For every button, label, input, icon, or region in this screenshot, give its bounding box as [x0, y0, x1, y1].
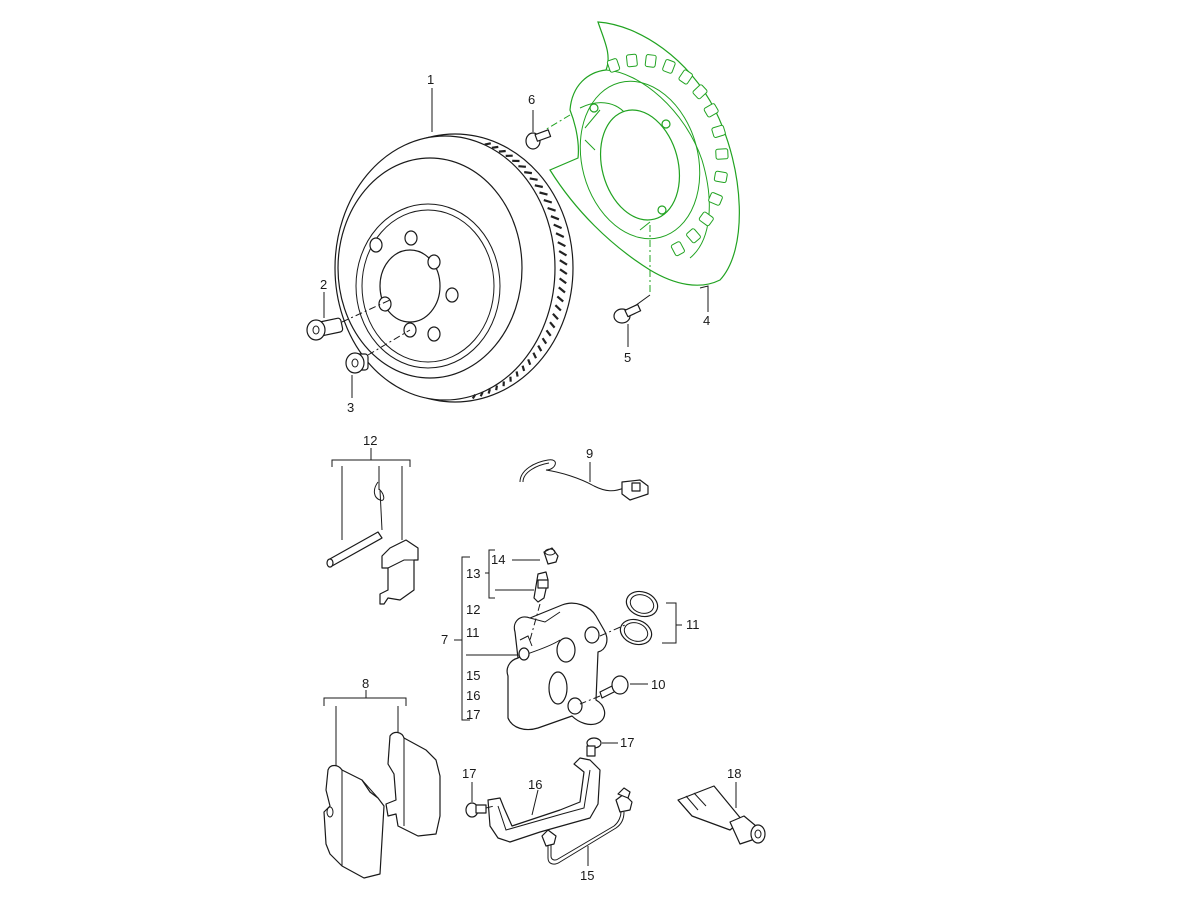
callout-9: 9: [586, 446, 593, 461]
shield-slot: [703, 103, 719, 118]
callout-1: 1: [427, 72, 434, 87]
vent-mark: [545, 329, 552, 337]
vent-mark: [537, 345, 543, 352]
group-16: 16: [466, 688, 480, 703]
bleeder-valve[interactable]: [533, 571, 549, 603]
shield-slot: [711, 124, 726, 138]
caliper-seal-upper[interactable]: [623, 587, 661, 620]
shield-slot: [678, 69, 693, 85]
callout-18: 18: [727, 766, 741, 781]
brake-line[interactable]: [541, 787, 633, 865]
vent-mark: [547, 206, 556, 212]
shield-cooling-slots: [606, 53, 729, 257]
callout-10: 10: [651, 677, 665, 692]
shield-slot: [670, 241, 685, 257]
shield-slot: [606, 58, 621, 73]
vent-mark: [534, 184, 544, 189]
group-15: 15: [466, 668, 480, 683]
callout-4: 4: [703, 313, 710, 328]
vent-mark: [541, 337, 548, 345]
vent-mark: [515, 371, 519, 377]
grease-tube[interactable]: [677, 785, 766, 845]
vent-mark: [524, 171, 533, 175]
disc-vent-hatching: [471, 142, 568, 400]
vent-mark: [554, 304, 562, 312]
vent-mark: [558, 277, 567, 285]
vent-mark: [539, 191, 548, 196]
bracket-screw-lower[interactable]: [465, 802, 487, 818]
shield-slot: [644, 54, 657, 68]
pad-retaining-pin[interactable]: [326, 531, 383, 568]
group-13: 13: [466, 566, 480, 581]
shield-upper-screw[interactable]: [525, 129, 552, 150]
shield-slot: [692, 84, 708, 100]
caliper-mounting-bolt[interactable]: [599, 675, 629, 699]
pad-spring-clip[interactable]: [373, 481, 385, 531]
shield-slot: [715, 148, 729, 160]
callout-3: 3: [347, 400, 354, 415]
vent-mark: [555, 232, 565, 238]
vent-mark: [549, 321, 556, 329]
callout-11: 11: [686, 617, 700, 632]
bleeder-cap[interactable]: [543, 547, 559, 565]
brake-dust-shield[interactable]: [549, 21, 740, 286]
vent-mark: [527, 359, 532, 366]
callout-7: 7: [441, 632, 448, 647]
group-17: 17: [466, 707, 480, 722]
shield-slot: [708, 192, 723, 206]
anti-rattle-plate[interactable]: [379, 539, 419, 605]
vent-mark: [558, 250, 568, 257]
brake-caliper[interactable]: [506, 602, 608, 731]
shield-slot: [686, 228, 701, 244]
vent-mark: [495, 385, 498, 391]
disc-plug[interactable]: [345, 352, 369, 374]
disc-screw[interactable]: [306, 317, 344, 341]
group-12: 12: [466, 602, 480, 617]
vent-mark: [556, 295, 564, 303]
vent-mark: [558, 286, 566, 294]
vent-mark: [498, 149, 506, 153]
callout-12-top: 12: [363, 433, 377, 448]
vent-mark: [529, 177, 538, 181]
vent-mark: [479, 391, 484, 397]
vent-mark: [471, 394, 477, 400]
shield-slot: [662, 59, 676, 74]
callout-6: 6: [528, 92, 535, 107]
vent-mark: [521, 365, 526, 372]
shield-slot: [713, 170, 728, 184]
callout-5: 5: [624, 350, 631, 365]
group-11: 11: [466, 625, 480, 640]
vent-mark: [557, 241, 566, 248]
callout-17-lower: 17: [462, 766, 476, 781]
callout-16: 16: [528, 777, 542, 792]
callout-2: 2: [320, 277, 327, 292]
shield-screw[interactable]: [613, 303, 642, 324]
brake-disc[interactable]: [334, 133, 574, 403]
pad-wear-sensor[interactable]: [519, 459, 649, 501]
brake-pad-front[interactable]: [323, 764, 385, 879]
vent-mark: [552, 313, 559, 320]
callout-17-upper: 17: [620, 735, 634, 750]
callout-14: 14: [491, 552, 505, 567]
vent-mark: [559, 259, 568, 266]
caliper-seal-lower[interactable]: [617, 615, 655, 648]
vent-mark: [518, 165, 526, 168]
vent-mark: [487, 388, 491, 394]
shield-slot: [698, 211, 714, 227]
vent-mark: [550, 215, 560, 221]
bracket-screw-upper[interactable]: [586, 737, 602, 757]
brake-pad-rear[interactable]: [385, 731, 441, 837]
vent-mark: [553, 223, 563, 230]
brake-line-bracket[interactable]: [487, 757, 601, 843]
vent-mark: [491, 145, 499, 149]
vent-mark: [484, 142, 492, 146]
vent-mark: [543, 199, 553, 204]
vent-mark: [532, 352, 537, 359]
callout-15: 15: [580, 868, 594, 883]
vent-mark: [559, 268, 568, 275]
shield-slot: [625, 53, 638, 68]
callout-8: 8: [362, 676, 369, 691]
